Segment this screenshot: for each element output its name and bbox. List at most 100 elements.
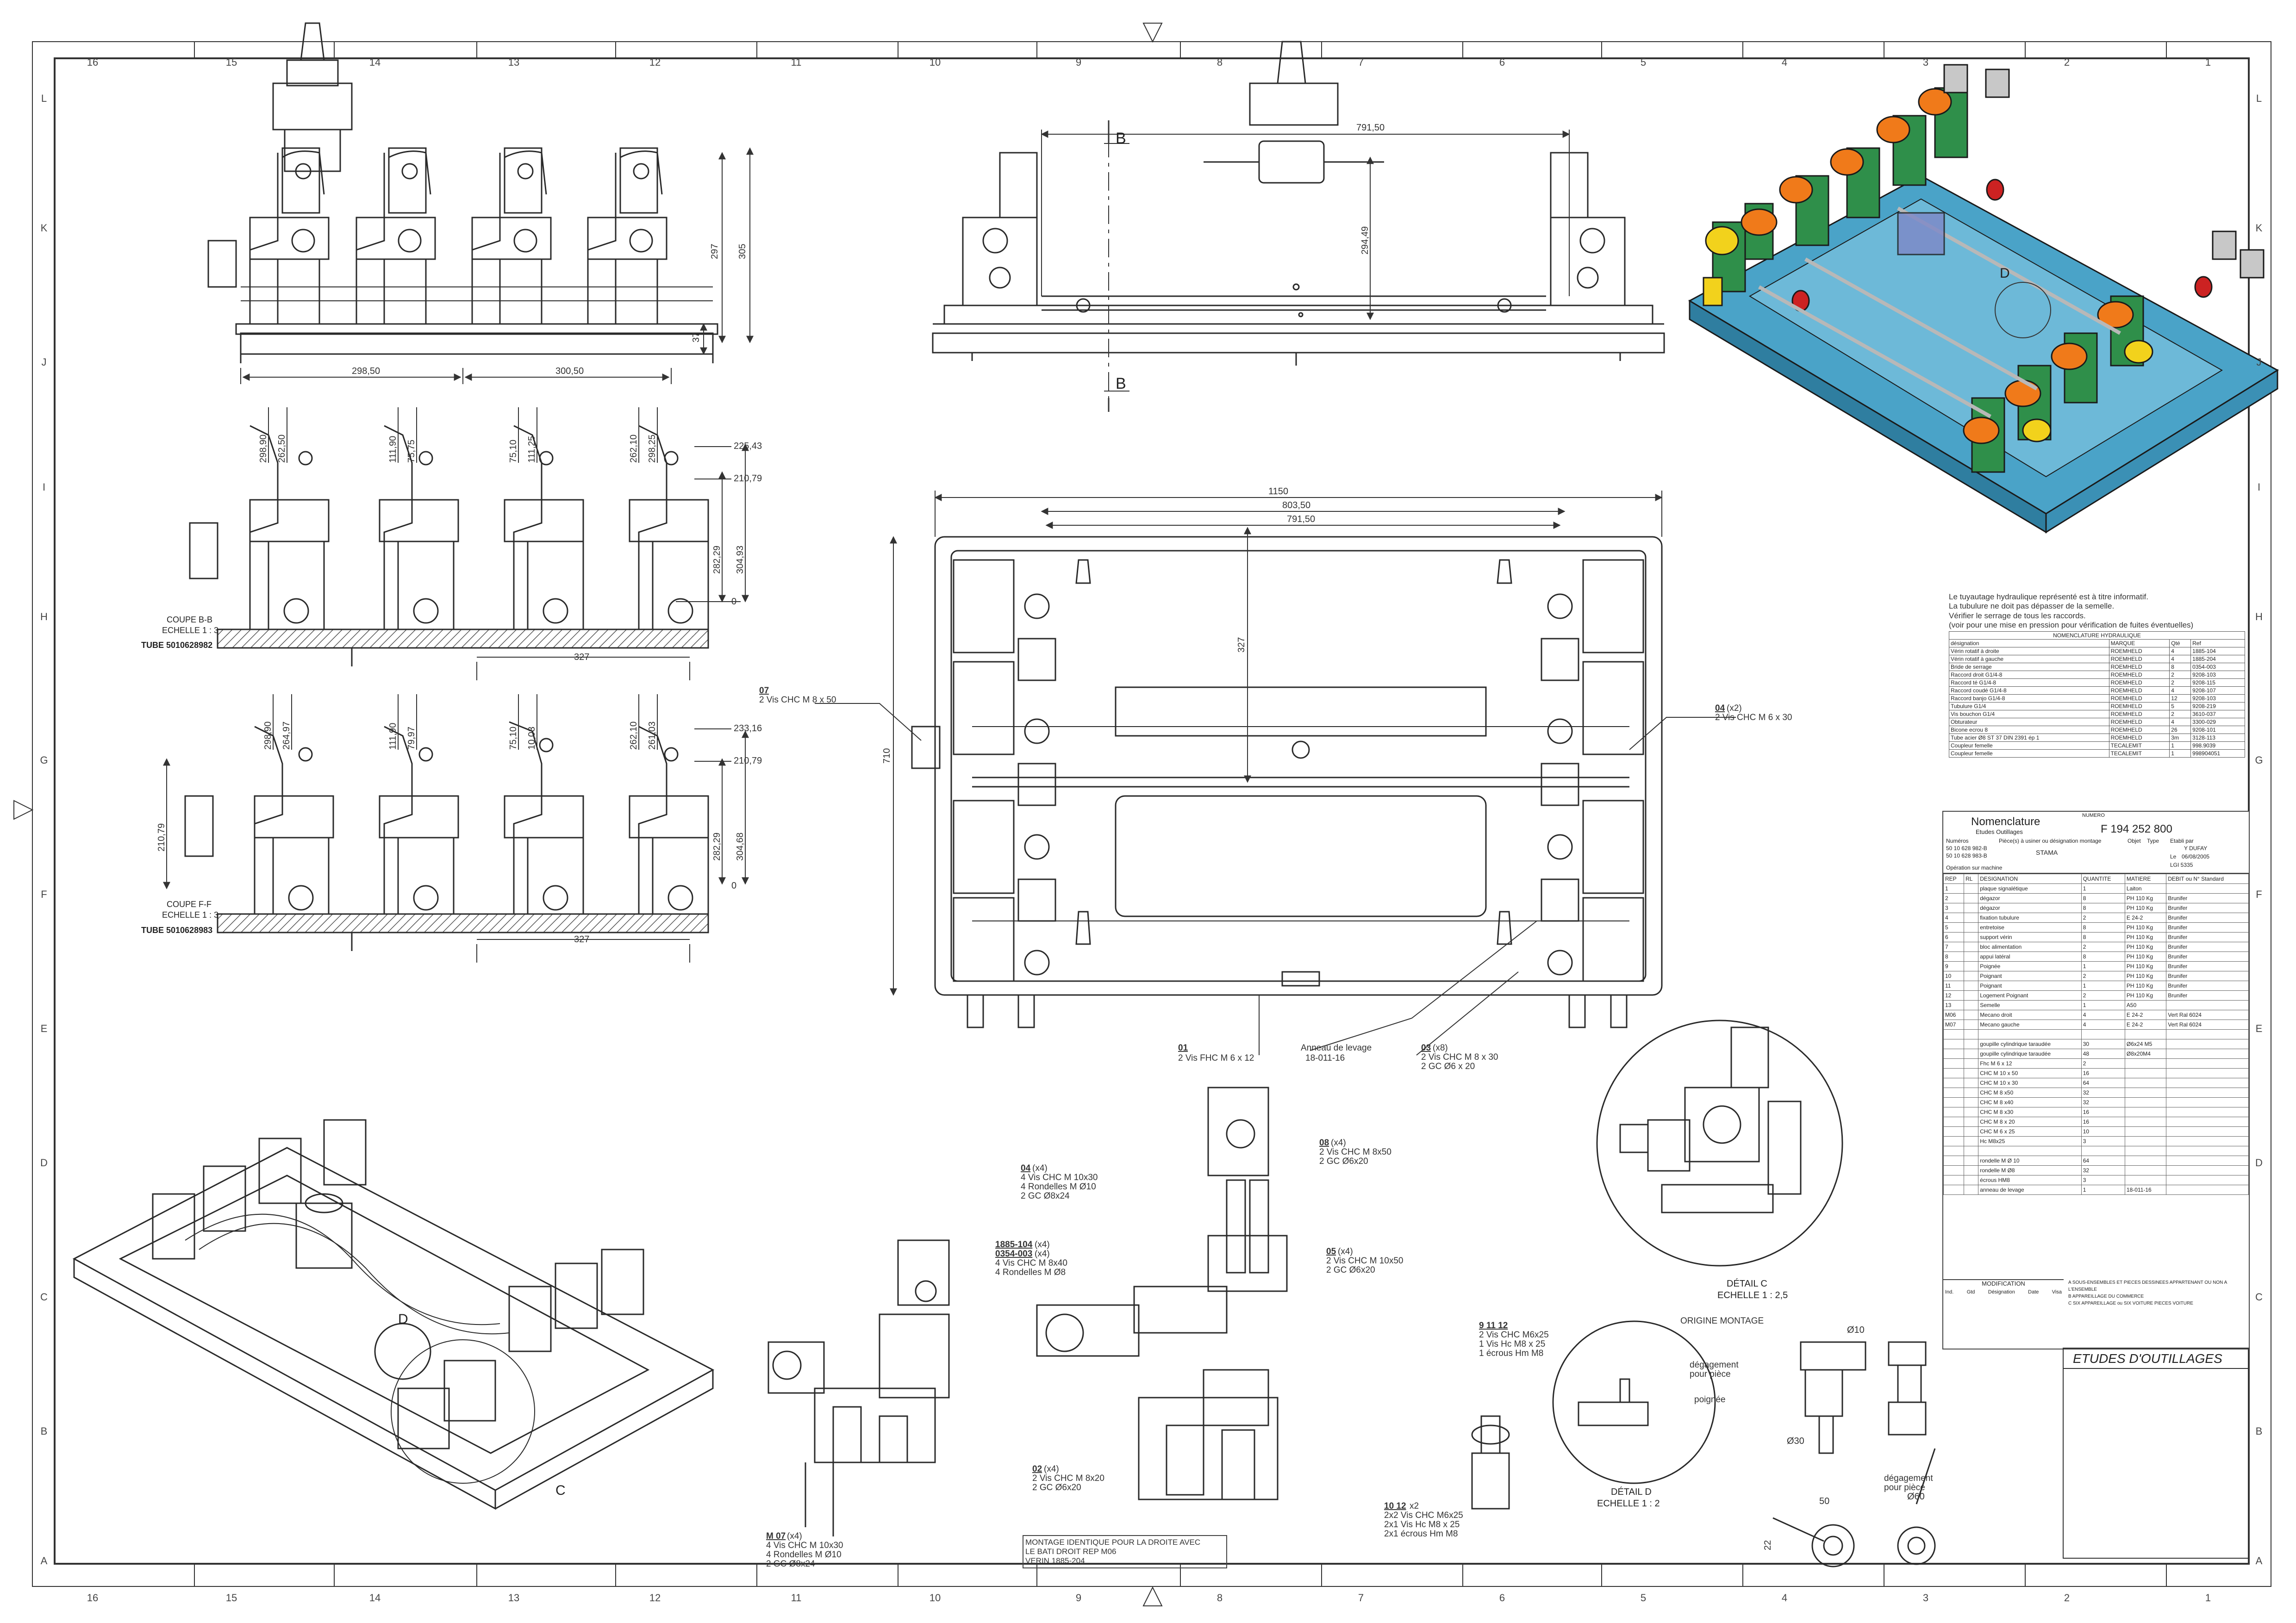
isometric-color-render [1688, 64, 2279, 534]
svg-text:12: 12 [649, 56, 661, 68]
exploded-assembly-left [767, 1239, 950, 1536]
nomenclature-cell: CHC M 8 x50 [1978, 1088, 2082, 1098]
nomenclature-cell: appui latéral [1978, 951, 2082, 962]
svg-text:9 11 12: 9 11 12 [1479, 1321, 1508, 1331]
side-elevation-view [932, 41, 1665, 366]
hydraulic-cell: 12 [2169, 694, 2191, 703]
plan-view [911, 536, 1663, 1028]
nomenclature-cell: 2 [2081, 1058, 2125, 1069]
svg-text:262,10: 262,10 [629, 721, 639, 750]
nomenclature-cell [1964, 1088, 1979, 1098]
svg-text:Ø60: Ø60 [1907, 1492, 1925, 1502]
nomenclature-cell [1964, 913, 1979, 923]
nomenclature-cell [1964, 1146, 1979, 1156]
hydraulic-cell: 1885-204 [2190, 654, 2245, 663]
nomenclature-cell [1964, 1117, 1979, 1127]
hydraulic-cell: Vis bouchon G1/4 [1949, 709, 2109, 718]
mod-header: Ind. [1945, 1289, 1954, 1295]
svg-text:791,50: 791,50 [1356, 123, 1385, 133]
hydraulic-cell: 3300-029 [2190, 717, 2245, 726]
svg-text:4 Vis CHC M 10x30: 4 Vis CHC M 10x30 [1021, 1173, 1098, 1182]
svg-text:111,90: 111,90 [388, 723, 398, 750]
exploded-assembly-right [1036, 1087, 1288, 1500]
date-label: Le [2170, 853, 2177, 860]
nomen-header: DEBIT ou N° Standard [2166, 874, 2249, 884]
svg-text:262,50: 262,50 [277, 435, 287, 463]
svg-text:ECHELLE 1 : 2,5: ECHELLE 1 : 2,5 [1717, 1290, 1788, 1300]
nomenclature-cell [1964, 1078, 1979, 1088]
modification-label: MODIFICATION [1943, 1279, 2064, 1287]
hydraulic-cell: ROEMHELD [2109, 733, 2170, 742]
nomenclature-cell [1964, 990, 1979, 1001]
nomenclature-cell: 4 [2081, 1020, 2125, 1030]
objet-label: Objet [2128, 838, 2141, 844]
hydraulic-note-1: Le tuyautage hydraulique représenté est … [1949, 592, 2148, 601]
svg-text:(x8): (x8) [1433, 1043, 1448, 1053]
nomen-header: REP [1943, 874, 1965, 884]
svg-text:9: 9 [1076, 56, 1081, 68]
nomenclature-cell: Brunifer [2166, 893, 2249, 903]
title-block-label: ETUDES D'OUTILLAGES [2073, 1351, 2222, 1366]
nomenclature-cell [1964, 942, 1979, 952]
section-ff-view [184, 721, 709, 951]
nomenclature-cell [1943, 1136, 1965, 1146]
hydraulic-cell: 4 [2169, 654, 2191, 663]
nomenclature-cell: 8 [2081, 922, 2125, 933]
hydraulic-cell: ROEMHELD [2109, 717, 2170, 726]
nomenclature-cell [2081, 1029, 2125, 1039]
nomenclature-cell [2166, 1029, 2249, 1039]
svg-text:(x4): (x4) [1044, 1464, 1059, 1474]
nomenclature-cell: CHC M 8 x40 [1978, 1097, 2082, 1107]
svg-text:TUBE 5010628982: TUBE 5010628982 [141, 640, 212, 650]
nomenclature-cell [1943, 1049, 1965, 1059]
svg-text:03: 03 [1421, 1043, 1431, 1053]
nomenclature-cell: Brunifer [2166, 903, 2249, 913]
nomenclature-cell: 1 [1943, 883, 1965, 894]
nomenclature-cell: Brunifer [2166, 922, 2249, 933]
hydraulic-cell: 2 [2169, 670, 2191, 679]
callout-texts: 07 2 Vis CHC M 8 x 50 04 (x2) 2 Vis CHC … [759, 686, 1933, 1569]
nomenclature-cell [2166, 1107, 2249, 1117]
nomenclature-cell [1964, 1175, 1979, 1185]
nomenclature-cell [1943, 1097, 1965, 1107]
nomenclature-cell: Vert Ral 6024 [2166, 1020, 2249, 1030]
nomenclature-cell [1943, 1088, 1965, 1098]
svg-text:2 Vis CHC M 8x20: 2 Vis CHC M 8x20 [1032, 1474, 1104, 1483]
svg-text:C: C [2255, 1291, 2263, 1303]
nomenclature-header: Nomenclature Etudes Outillages NUMERO F … [1943, 812, 2249, 874]
svg-text:282,29: 282,29 [712, 546, 722, 574]
nomenclature-cell: E 24-2 [2124, 913, 2167, 923]
hydraulic-cell: 4 [2169, 686, 2191, 695]
svg-text:4 Rondelles M Ø10: 4 Rondelles M Ø10 [766, 1550, 842, 1560]
nomenclature-cell: Ø6x24 M5 [2124, 1039, 2167, 1049]
nomenclature-cell: 3 [2081, 1175, 2125, 1185]
svg-text:5: 5 [1641, 1592, 1646, 1604]
nomenclature-cell: Brunifer [2166, 932, 2249, 942]
svg-text:10: 10 [930, 56, 941, 68]
svg-text:dégagement: dégagement [1884, 1474, 1933, 1483]
svg-text:(x4): (x4) [1338, 1247, 1353, 1256]
mod-note: C SIX APPAREILLAGE ou SIX VOITURE PIECES… [2068, 1301, 2193, 1306]
svg-text:(x2): (x2) [1727, 703, 1742, 713]
modification-notes: A SOUS-ENSEMBLES ET PIECES DESSINEES APP… [2068, 1279, 2244, 1307]
piece-label: Pièce(s) à usiner ou désignation montage [1999, 838, 2102, 844]
svg-text:2 Vis CHC M 8 x 30: 2 Vis CHC M 8 x 30 [1421, 1052, 1498, 1062]
svg-text:01: 01 [1178, 1043, 1188, 1053]
nomenclature-cell: 13 [1943, 1000, 1965, 1010]
hydraulic-cell: Vérin rotatif à gauche [1949, 654, 2109, 663]
nomenclature-cell [1964, 971, 1979, 981]
svg-text:305: 305 [737, 244, 748, 259]
svg-text:297: 297 [710, 244, 720, 259]
svg-text:7: 7 [1358, 1592, 1364, 1604]
nomenclature-cell: Mecano droit [1978, 1010, 2082, 1020]
nomenclature-row [1943, 1029, 2249, 1039]
hydraulic-cell: 9208-107 [2190, 686, 2245, 695]
numero-label: NUMERO [2082, 813, 2105, 818]
